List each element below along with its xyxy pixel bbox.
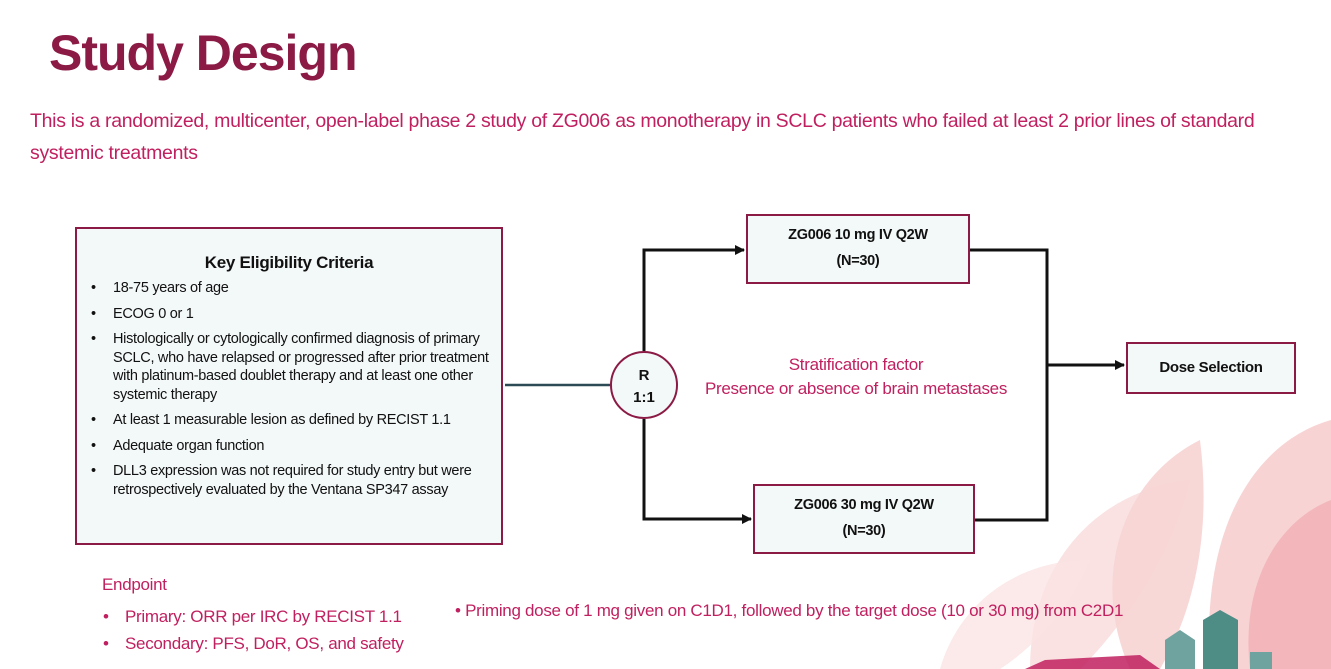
endpoint-title: Endpoint <box>102 575 167 594</box>
endpoint-secondary: Secondary: PFS, DoR, OS, and safety <box>103 630 404 657</box>
eligibility-item: At least 1 measurable lesion as defined … <box>91 411 501 430</box>
randomization-to-arm1-arrow <box>642 245 745 351</box>
endpoint-list: Primary: ORR per IRC by RECIST 1.1 Secon… <box>103 603 404 657</box>
priming-dose-note: • Priming dose of 1 mg given on C1D1, fo… <box>455 601 1124 620</box>
endpoint-primary: Primary: ORR per IRC by RECIST 1.1 <box>103 603 404 630</box>
eligibility-item: ECOG 0 or 1 <box>91 305 501 324</box>
stratification-title: Stratification factor <box>788 355 924 374</box>
randomization-ratio: 1:1 <box>633 389 655 406</box>
stratification-factor: Presence or absence of brain metastases <box>704 379 1008 398</box>
arm1-to-merge-line <box>970 248 1049 522</box>
randomization-node: R 1:1 <box>610 351 678 419</box>
arm-30mg-box: ZG006 30 mg IV Q2W (N=30) <box>753 484 975 554</box>
stratification-note: Stratification factor Presence or absenc… <box>680 353 1032 401</box>
study-description: This is a randomized, multicenter, open-… <box>30 110 1255 164</box>
dose-selection-box: Dose Selection <box>1126 342 1296 394</box>
randomization-to-arm2-arrow <box>642 419 752 524</box>
eligibility-item: DLL3 expression was not required for stu… <box>91 462 501 499</box>
building-icon <box>1165 630 1195 669</box>
eligibility-title: Key Eligibility Criteria <box>204 253 374 272</box>
arm-10mg-box: ZG006 10 mg IV Q2W (N=30) <box>746 214 970 284</box>
arm-label: ZG006 10 mg IV Q2W <box>788 227 928 243</box>
eligibility-list: 18-75 years of age ECOG 0 or 1 Histologi… <box>77 279 501 499</box>
arm-sample-size: (N=30) <box>836 253 880 269</box>
arm-sample-size: (N=30) <box>842 523 886 539</box>
eligibility-item: 18-75 years of age <box>91 279 501 298</box>
eligibility-item: Adequate organ function <box>91 437 501 456</box>
eligibility-criteria-box: Key Eligibility Criteria 18-75 years of … <box>75 227 503 545</box>
eligibility-item: Histologically or cytologically confirme… <box>91 330 501 404</box>
randomization-label: R <box>638 367 650 384</box>
arm-label: ZG006 30 mg IV Q2W <box>794 497 934 513</box>
page-title: Study Design <box>49 25 357 81</box>
